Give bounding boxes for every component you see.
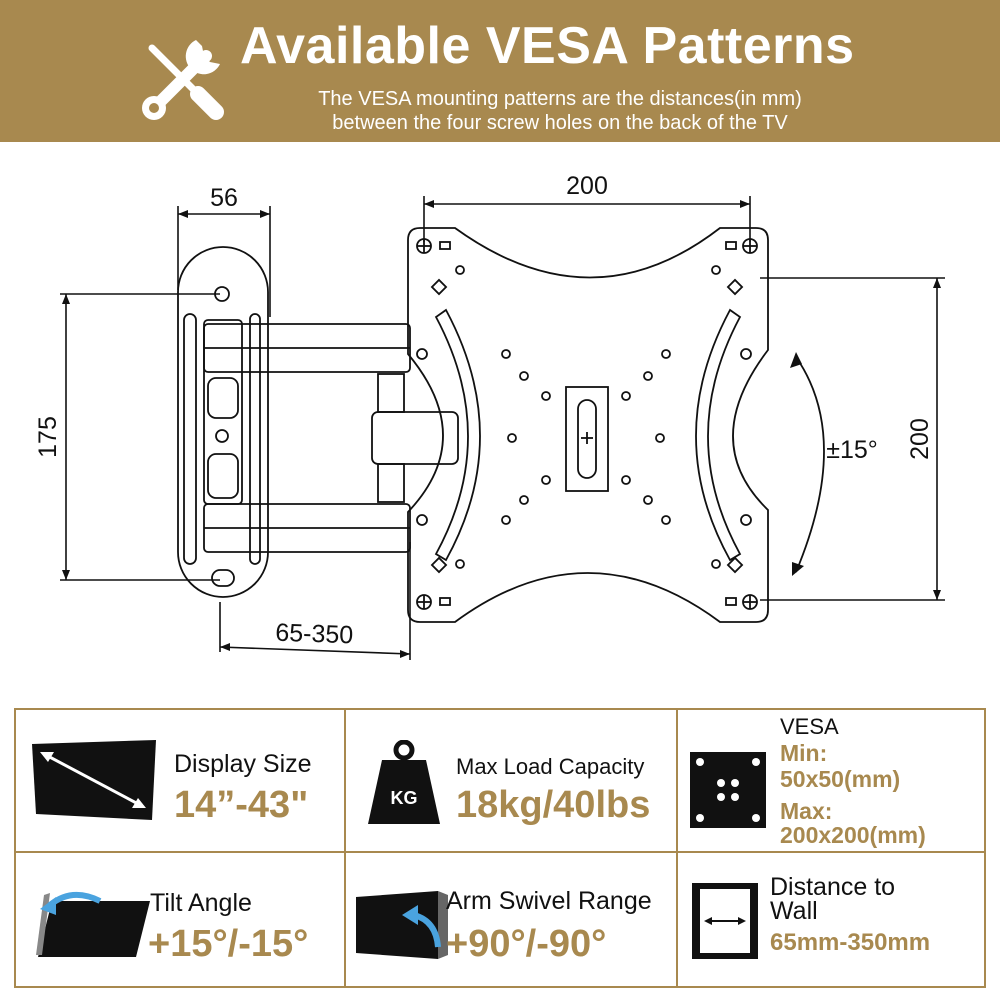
swivel-screen-icon	[356, 891, 448, 959]
distance-label: Distance to	[770, 873, 896, 901]
svg-text:KG: KG	[391, 788, 418, 808]
max-load-value: 18kg/40lbs	[456, 784, 651, 826]
dim-label-200-horizontal: 200	[566, 172, 608, 200]
max-load-label: Max Load Capacity	[456, 754, 645, 779]
vesa-max-value: 200x200(mm)	[780, 822, 926, 848]
display-size-label: Display Size	[174, 750, 312, 778]
spec-tilt-angle: Tilt Angle +15°/-15°	[16, 853, 346, 986]
header-banner: Available VESA Patterns The VESA mountin…	[0, 0, 1000, 142]
vesa-min-value: 50x50(mm)	[780, 766, 901, 792]
dim-line-65-350	[219, 646, 411, 655]
tilt-angle-label: Tilt Angle	[150, 889, 252, 917]
banner-subtitle-line-1: The VESA mounting patterns are the dista…	[318, 88, 802, 110]
mount-technical-drawing: 56 175 65-350 200 200 ±15°	[34, 172, 945, 660]
wall-plate	[177, 246, 269, 598]
spec-grid: Display Size 14”-43" KG Max Load Capacit…	[14, 708, 986, 988]
spec-display-size: Display Size 14”-43"	[16, 710, 346, 853]
dim-label-65-350: 65-350	[275, 619, 354, 650]
swivel-arm	[203, 323, 459, 553]
swivel-range-label: Arm Swivel Range	[446, 887, 652, 915]
dim-label-200-vertical: 200	[906, 418, 934, 460]
kg-weight-icon: KG	[368, 740, 440, 824]
distance-value: 65mm-350mm	[770, 929, 931, 956]
vesa-label: VESA	[780, 714, 839, 739]
swivel-range-value: +90°/-90°	[446, 923, 607, 965]
distance-label-line-2: Wall	[770, 897, 818, 925]
banner-title: Available VESA Patterns	[240, 17, 855, 75]
dim-label-175: 175	[34, 416, 62, 458]
banner-subtitle-line-2: between the four screw holes on the back…	[332, 112, 788, 134]
tilt-screen-icon	[36, 892, 150, 957]
spec-swivel-range: Arm Swivel Range +90°/-90°	[346, 853, 678, 986]
spec-distance-to-wall: Distance to Wall 65mm-350mm	[678, 853, 984, 986]
vesa-plate	[407, 227, 769, 623]
dim-label-56: 56	[210, 184, 238, 212]
vesa-min-label: Min:	[780, 740, 828, 766]
tilt-angle-value: +15°/-15°	[148, 923, 309, 965]
wall-distance-icon	[692, 883, 758, 959]
vesa-max-label: Max:	[780, 798, 833, 824]
vesa-plate-icon	[690, 752, 766, 828]
tilt-label: ±15°	[826, 436, 878, 464]
spec-max-load: KG Max Load Capacity 18kg/40lbs	[346, 710, 678, 853]
spec-vesa: VESA Min: 50x50(mm) Max: 200x200(mm)	[678, 710, 984, 853]
wrench-screwdriver-icon	[142, 40, 224, 120]
tilt-arc-arrow	[790, 352, 825, 576]
display-size-value: 14”-43"	[174, 784, 309, 826]
diagonal-screen-icon	[32, 740, 156, 820]
